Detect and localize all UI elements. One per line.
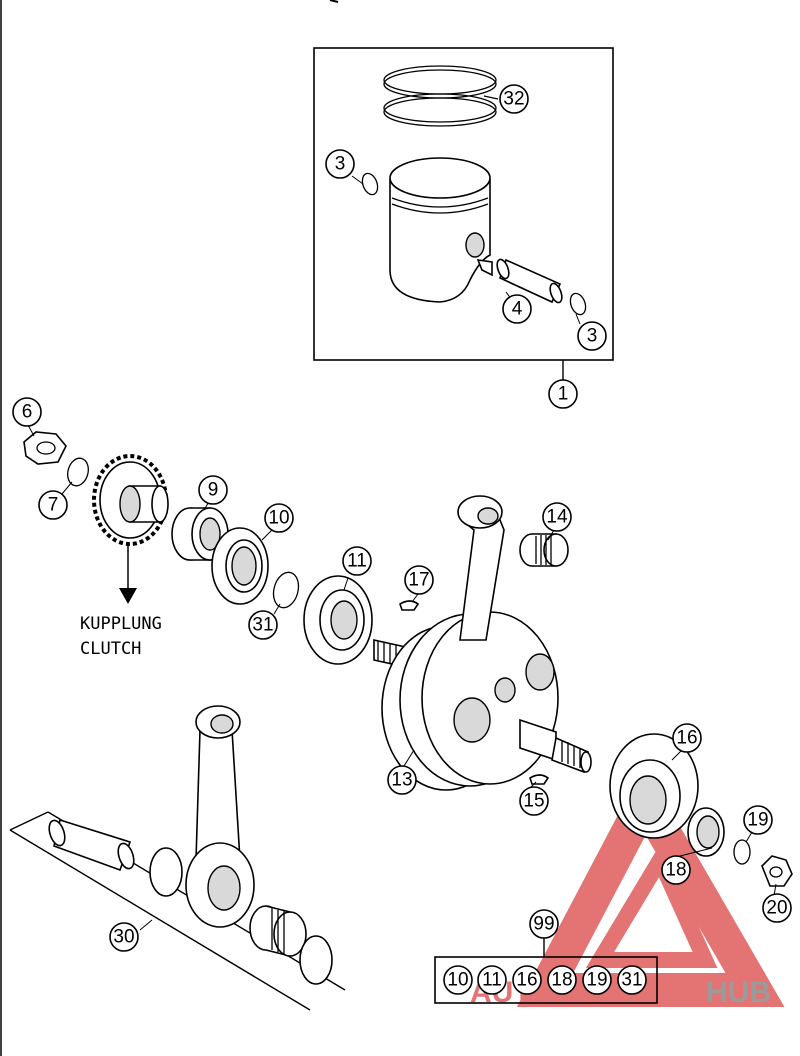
label-kupplung: KUPPLUNG <box>80 614 162 634</box>
piston <box>389 157 493 303</box>
svg-text:19: 19 <box>747 810 768 831</box>
svg-text:14: 14 <box>546 507 568 528</box>
callout-32: 32 <box>499 84 529 114</box>
svg-text:30: 30 <box>113 927 134 948</box>
piston-pin-circlip-right <box>569 292 587 316</box>
callout-4: 4 <box>502 294 532 324</box>
ball-bearing-right <box>609 733 699 839</box>
washer-right <box>733 839 751 865</box>
svg-text:18: 18 <box>665 860 686 881</box>
kit-item-16: 16 <box>512 965 542 995</box>
kit-item-19: 19 <box>582 965 612 995</box>
crank-pin <box>48 818 135 872</box>
label-clutch: CLUTCH <box>80 639 141 659</box>
svg-text:20: 20 <box>766 898 787 919</box>
svg-text:3: 3 <box>587 326 598 347</box>
svg-text:3: 3 <box>335 154 346 175</box>
callout-6: 6 <box>12 397 42 427</box>
callout-1: 1 <box>548 379 578 409</box>
thrust-washer-right <box>299 935 333 985</box>
svg-text:4: 4 <box>512 299 523 320</box>
callout-11: 11 <box>342 546 372 576</box>
svg-text:99: 99 <box>533 914 554 935</box>
svg-text:31: 31 <box>621 970 642 991</box>
svg-text:11: 11 <box>482 970 502 991</box>
kit-item-10: 10 <box>443 965 473 995</box>
crankshaft-assembly <box>373 495 592 791</box>
callout-16: 16 <box>672 723 702 753</box>
callout-20: 20 <box>762 893 792 923</box>
kit-item-31: 31 <box>617 965 647 995</box>
svg-text:17: 17 <box>408 570 429 591</box>
callout-17: 17 <box>404 565 434 595</box>
callout-99: 99 <box>529 909 559 939</box>
svg-text:1: 1 <box>558 384 569 405</box>
hex-nut-right <box>761 855 793 887</box>
watermark-text-hub: HUB <box>706 976 771 1009</box>
kit-item-18: 18 <box>547 965 577 995</box>
svg-text:31: 31 <box>252 615 273 636</box>
callout-9: 9 <box>198 475 228 505</box>
hex-nut <box>23 431 67 465</box>
shaft-seal-ring <box>211 527 269 605</box>
ball-bearing-left <box>303 575 373 665</box>
woodruff-key-right <box>529 774 550 785</box>
woodruff-key-left <box>399 600 420 611</box>
thrust-washer-left <box>149 847 183 897</box>
svg-text:11: 11 <box>347 551 367 572</box>
callout-7: 7 <box>38 490 68 520</box>
svg-text:18: 18 <box>551 970 572 991</box>
callout-13: 13 <box>387 765 417 795</box>
needle-bearing-small <box>519 533 569 567</box>
callout-30: 30 <box>109 922 139 952</box>
callout-3-right: 3 <box>577 321 607 351</box>
piston-pin <box>496 258 563 304</box>
svg-text:6: 6 <box>22 402 33 423</box>
bearing-kit-frame <box>434 956 658 1004</box>
lock-washer <box>67 457 89 487</box>
needle-bearing-big-end <box>249 905 307 958</box>
callout-14: 14 <box>542 502 572 532</box>
piston-kit-frame <box>313 47 614 361</box>
svg-text:32: 32 <box>503 89 524 110</box>
svg-text:15: 15 <box>523 791 544 812</box>
svg-text:16: 16 <box>676 728 697 749</box>
svg-text:16: 16 <box>516 970 537 991</box>
callout-15: 15 <box>519 786 549 816</box>
svg-text:10: 10 <box>268 508 289 529</box>
svg-text:10: 10 <box>447 970 468 991</box>
callout-3-left: 3 <box>325 149 355 179</box>
svg-text:13: 13 <box>391 770 412 791</box>
o-ring <box>272 571 300 609</box>
svg-text:7: 7 <box>48 495 59 516</box>
callout-10: 10 <box>264 503 294 533</box>
spacer-ring-right <box>687 807 725 857</box>
piston-pin-circlip-left <box>361 172 379 196</box>
piston-rings <box>383 65 499 127</box>
connecting-rod <box>185 705 255 928</box>
kit-item-11: 11 <box>477 965 507 995</box>
primary-gear <box>92 454 169 546</box>
callout-19: 19 <box>743 805 773 835</box>
callout-18: 18 <box>661 855 691 885</box>
svg-text:19: 19 <box>586 970 607 991</box>
svg-text:9: 9 <box>208 480 219 501</box>
callout-31: 31 <box>248 610 278 640</box>
